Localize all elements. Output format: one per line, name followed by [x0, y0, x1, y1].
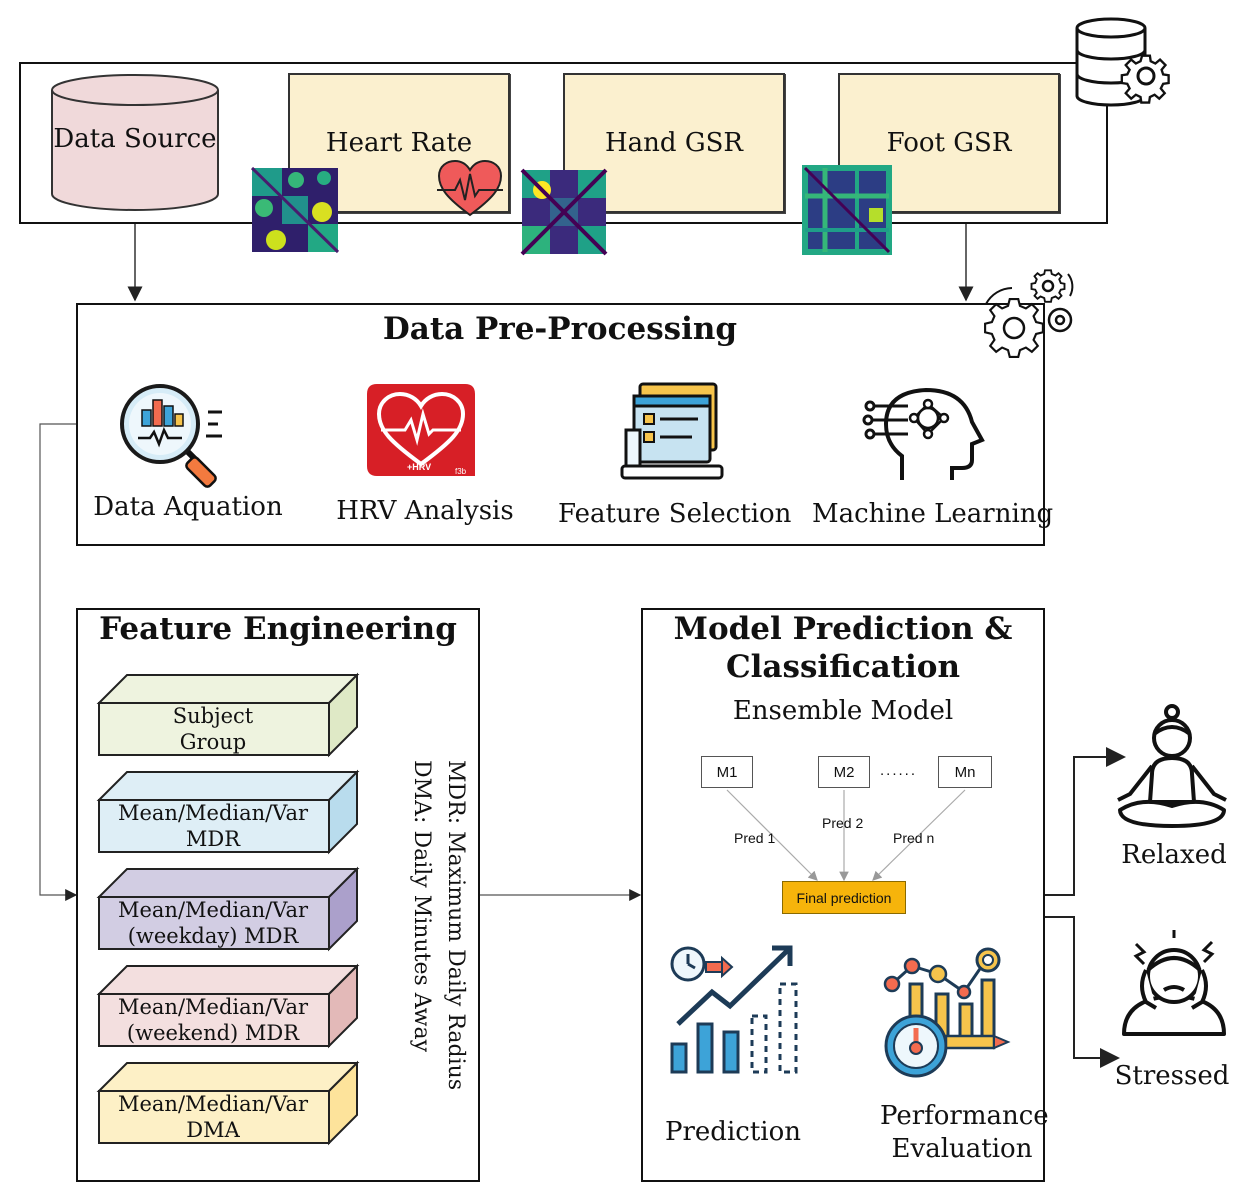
- feature-engineering-title: Feature Engineering: [99, 611, 457, 647]
- legend-dma: DMA: Daily Minutes Away: [409, 760, 434, 1053]
- feature-block-line2: DMA: [186, 1118, 240, 1142]
- data-source-label: Data Source: [53, 124, 217, 154]
- legend-mdr: MDR: Maximum Daily Radius: [443, 760, 468, 1091]
- signal-label-heart-rate: Heart Rate: [325, 128, 473, 158]
- hrv-icon-text: +HRV: [407, 462, 431, 472]
- feature-block-line2: Group: [179, 730, 247, 754]
- heatmap-hand-gsr-image: [520, 168, 608, 256]
- feature-block-line1: Mean/Median/Var: [117, 995, 309, 1019]
- ensemble-lines: [726, 789, 966, 882]
- step-label-feature-selection: Feature Selection: [558, 499, 792, 529]
- feature-block-line2: (weekday) MDR: [127, 924, 299, 948]
- preproc-to-feature-arrow: [39, 423, 78, 901]
- model-box-m1: M1: [701, 756, 753, 788]
- model-label-mn: Mn: [954, 763, 976, 781]
- feature-block-label-3: Mean/Median/Var(weekday) MDR: [98, 897, 328, 949]
- signal-card-hand-gsr: Hand GSR: [563, 73, 785, 213]
- feature-block-line1: Mean/Median/Var: [117, 801, 309, 825]
- gears-icon: [984, 269, 1074, 358]
- heatmap-foot-gsr-image: [802, 165, 892, 255]
- feature-block-line2: (weekend) MDR: [126, 1021, 300, 1045]
- database-gear-icon: [1075, 17, 1170, 107]
- feature-block-line1: Mean/Median/Var: [117, 1092, 309, 1116]
- final-prediction-label: Final prediction: [796, 889, 892, 906]
- feature-block-line1: Mean/Median/Var: [117, 898, 309, 922]
- checklist-laptop-icon: [620, 382, 724, 480]
- heart-monitor-icon: [437, 159, 503, 217]
- step-label-data-aquation: Data Aquation: [93, 492, 283, 522]
- performance-label-line2: Evaluation: [891, 1134, 1033, 1164]
- model-to-relaxed-arrow: [1044, 747, 1126, 896]
- prediction-label: Prediction: [665, 1117, 801, 1147]
- performance-gauge-icon: [883, 947, 1011, 1078]
- feature-block-line2: MDR: [185, 827, 241, 851]
- feature-block-label-4: Mean/Median/Var(weekend) MDR: [98, 994, 328, 1046]
- performance-label-line1: Performance: [880, 1101, 1049, 1131]
- step-label-hrv-analysis: HRV Analysis: [336, 496, 514, 526]
- signal-label-foot-gsr: Foot GSR: [886, 128, 1012, 158]
- model-label-m1: M1: [716, 763, 738, 781]
- feature-block-line1: Subject: [172, 704, 254, 728]
- feature-legend: MDR: Maximum Daily Radius DMA: Daily Min…: [404, 760, 472, 1090]
- preprocessing-title: Data Pre-Processing: [382, 311, 738, 347]
- signal-label-hand-gsr: Hand GSR: [605, 128, 743, 158]
- feature-block-4: [96, 963, 360, 1049]
- heatmap-heart-rate-image: [250, 166, 340, 254]
- pred-label-1: Pred 1: [734, 830, 776, 846]
- ensemble-subtitle: Ensemble Model: [732, 696, 954, 726]
- preprocessing-panel: [76, 303, 1045, 546]
- magnifier-chart-icon: [120, 384, 222, 488]
- model-to-stressed-arrow: [1044, 916, 1120, 1068]
- model-title-line1: Model Prediction &: [673, 611, 1013, 647]
- step-label-machine-learning: Machine Learning: [812, 499, 1054, 529]
- feature-block-1: [96, 672, 360, 758]
- stressed-label: Stressed: [1114, 1061, 1230, 1091]
- pred-label-2: Pred 2: [822, 815, 864, 831]
- model-dots: ......: [880, 762, 918, 779]
- relaxed-label: Relaxed: [1121, 840, 1227, 870]
- data-source-cylinder: [51, 74, 219, 211]
- meditation-person-icon: [1117, 704, 1227, 828]
- final-prediction-box: Final prediction: [782, 881, 906, 914]
- feature-block-2: [96, 769, 360, 855]
- model-label-m2: M2: [833, 763, 855, 781]
- growth-chart-icon: [670, 945, 798, 1074]
- ai-head-icon: [862, 387, 985, 480]
- pred-label-n: Pred n: [893, 830, 935, 846]
- model-title-line2: Classification: [725, 649, 961, 685]
- feature-block-3: [96, 866, 360, 952]
- stressed-person-icon: [1122, 930, 1226, 1036]
- hrv-heart-icon: +HRV f3b: [367, 384, 475, 476]
- model-box-m2: M2: [818, 756, 870, 788]
- hrv-icon-corner: f3b: [455, 467, 467, 476]
- model-box-mn: Mn: [938, 756, 992, 788]
- feature-block-5: [96, 1060, 360, 1146]
